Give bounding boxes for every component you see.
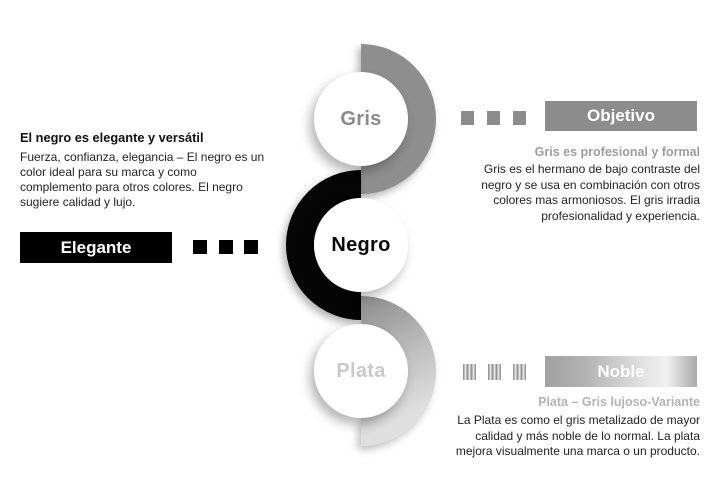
plata-circle-label: Plata: [336, 359, 386, 382]
negro-circle: Negro: [314, 198, 408, 292]
connector-square-icon: [488, 364, 501, 380]
objetivo-tag-label: Objetivo: [586, 106, 655, 125]
gris-subheading: Gris es profesional y formal: [534, 145, 700, 159]
noble-tag-label: Noble: [597, 361, 645, 381]
elegante-tag-label: Elegante: [60, 237, 132, 257]
connector-square-icon: [219, 240, 233, 254]
plata-circle: Plata: [314, 324, 408, 418]
gris-circle-label: Gris: [340, 107, 382, 130]
plata-subheading: Plata – Gris lujoso-Variante: [538, 395, 700, 409]
negro-description: Fuerza, confianza, elegancia – El negro …: [20, 150, 265, 209]
connector-square-icon: [487, 111, 500, 125]
connector-square-icon: [244, 240, 258, 254]
connector-square-icon: [463, 364, 476, 380]
objetivo-tag: Objetivo: [545, 101, 697, 131]
gris-description: Gris es el hermano de bajo contraste del…: [481, 162, 700, 224]
plata-arc: [360, 296, 436, 446]
connector-square-icon: [461, 111, 474, 125]
gris-circle: Gris: [314, 72, 408, 166]
connector-square-icon: [193, 240, 207, 254]
noble-tag: Noble: [545, 356, 697, 387]
connector-square-icon: [513, 111, 526, 125]
negro-circle-label: Negro: [331, 233, 391, 256]
connector-square-icon: [513, 364, 526, 380]
elegante-tag: Elegante: [20, 232, 172, 263]
negro-heading: El negro es elegante y versátil: [20, 130, 204, 145]
plata-description: La Plata es como el gris metalizado de m…: [455, 413, 700, 459]
gris-arc: [360, 44, 436, 194]
negro-arc: [286, 170, 362, 320]
